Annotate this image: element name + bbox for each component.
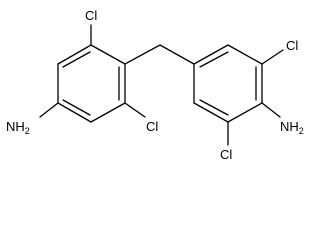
bond	[193, 102, 229, 123]
bond-bridge-right	[159, 44, 195, 65]
molecule-svg: Cl Cl Cl Cl NH2 NH2	[6, 8, 304, 162]
bond-double-inner	[199, 99, 229, 116]
bond	[57, 102, 92, 123]
amine-left-subscript: 2	[25, 126, 30, 136]
bond-amine-left	[39, 102, 59, 118]
amine-right-subscript: 2	[299, 126, 304, 136]
bond-bridge-left	[124, 44, 161, 65]
bond-double-inner	[62, 51, 91, 68]
right-ring	[193, 44, 263, 123]
bond	[90, 44, 126, 65]
bond-cl-left-bottom	[124, 102, 146, 118]
cl-label-right-bottom: Cl	[220, 147, 232, 162]
cl-label-left-top: Cl	[85, 8, 97, 23]
amine-label-left: NH2	[6, 119, 30, 136]
bond	[227, 44, 263, 65]
cl-label-left-bottom: Cl	[146, 119, 158, 134]
amine-label-right: NH2	[280, 119, 304, 136]
bond	[57, 44, 92, 65]
structure-diagram: Cl Cl Cl Cl NH2 NH2	[6, 8, 304, 162]
left-ring	[57, 44, 126, 123]
bond-amine-right	[261, 102, 281, 118]
bond-cl-right-top	[261, 49, 284, 65]
cl-label-right-top: Cl	[286, 38, 298, 53]
bond-double-inner	[199, 51, 229, 68]
bond-double-inner	[62, 99, 91, 116]
bond	[227, 102, 263, 123]
amine-right-symbol: NH	[280, 119, 299, 134]
bond	[90, 102, 126, 123]
amine-left-symbol: NH	[6, 119, 25, 134]
bond	[193, 44, 229, 65]
